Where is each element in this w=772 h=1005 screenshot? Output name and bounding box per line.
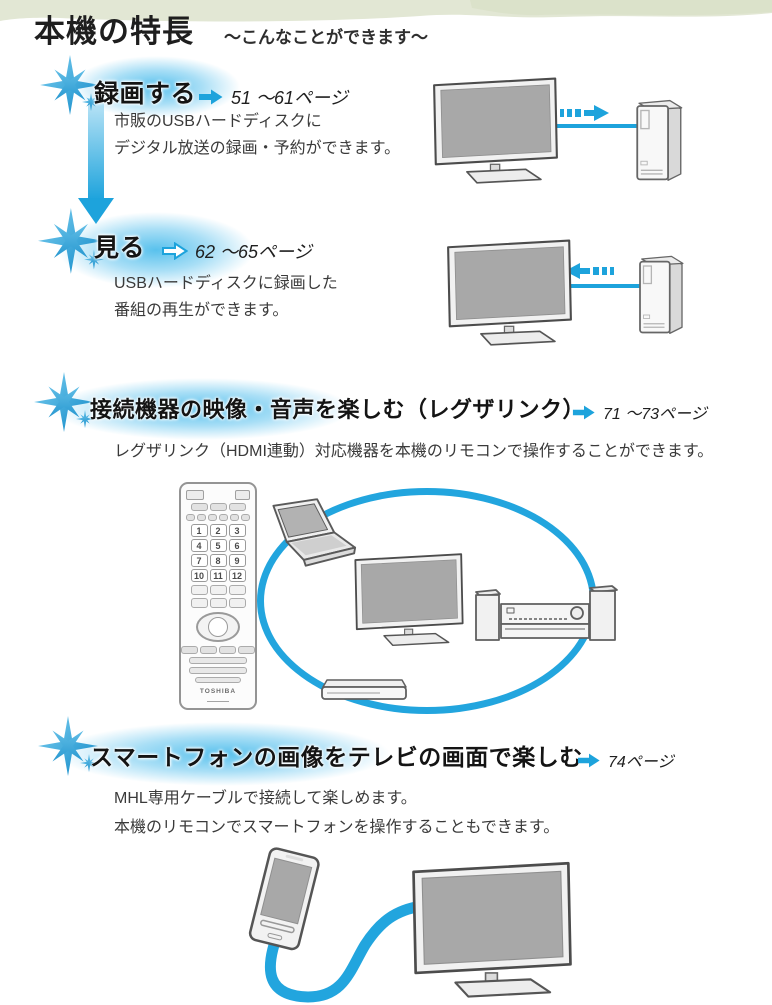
section-heading-smartphone: スマートフォンの画像をテレビの画面で楽しむ bbox=[90, 744, 583, 770]
section-body: MHL専用ケーブルで接続して楽しめます。 本機のリモコンでスマートフォンを操作す… bbox=[114, 784, 559, 842]
tv-illustration bbox=[428, 76, 563, 187]
body-line: USBハードディスクに録画した bbox=[114, 275, 338, 292]
remote-button-row bbox=[189, 667, 247, 674]
body-line: デジタル放送の録画・予約ができます。 bbox=[114, 140, 401, 157]
section-body: レグザリンク（HDMI連動）対応機器を本機のリモコンで操作することができます。 bbox=[114, 438, 713, 465]
page-ref-text: 74ページ bbox=[608, 754, 674, 771]
page-ref-text: 71 ～73ページ bbox=[603, 406, 707, 423]
remote-button bbox=[186, 490, 204, 500]
heading-glow bbox=[56, 722, 390, 786]
page-reference: 51 ～61ページ bbox=[198, 84, 348, 110]
page-ref-arrow-outline-icon bbox=[162, 242, 188, 260]
remote-digit-button: 5 bbox=[209, 539, 227, 552]
remote-digit-button: 6 bbox=[228, 539, 246, 552]
remote-digit-button: 9 bbox=[228, 554, 246, 567]
remote-logo-mark bbox=[207, 698, 229, 702]
heading-glow bbox=[58, 212, 254, 288]
remote-digit-button: 7 bbox=[190, 554, 208, 567]
top-decoration-band bbox=[0, 0, 772, 22]
tv-illustration bbox=[350, 552, 468, 649]
remote-digit-button: 1 bbox=[190, 524, 208, 537]
heading-glow bbox=[72, 56, 240, 118]
connection-line bbox=[552, 124, 638, 128]
page-title: 本機の特長 bbox=[34, 14, 194, 49]
page-ref-arrow-icon bbox=[577, 752, 601, 769]
remote-power-button bbox=[235, 490, 250, 500]
down-arrow bbox=[88, 98, 104, 200]
remote-button-row bbox=[195, 676, 241, 684]
recorder-illustration bbox=[318, 678, 410, 704]
remote-menu-buttons bbox=[190, 585, 246, 595]
remote-dpad bbox=[196, 612, 240, 643]
remote-control-illustration: 1 2 3 4 5 6 7 8 9 10 11 12 TOSHIBA bbox=[179, 482, 257, 710]
remote-digit-button: 2 bbox=[209, 524, 227, 537]
section-heading-record: 録画する bbox=[94, 80, 197, 108]
page-reference: 62 ～65ページ bbox=[162, 238, 312, 264]
body-line: MHL専用ケーブルで接続して楽しめます。 bbox=[114, 790, 417, 807]
audio-system-illustration bbox=[472, 582, 622, 650]
usb-hdd-illustration bbox=[633, 252, 689, 336]
heading-glow bbox=[52, 378, 352, 440]
section-heading-watch: 見る bbox=[94, 234, 146, 262]
remote-button-row bbox=[189, 657, 247, 665]
page-ref-text: 62 ～65ページ bbox=[195, 242, 312, 262]
sparkle-icon bbox=[40, 55, 102, 117]
remote-digit-button: 4 bbox=[190, 539, 208, 552]
remote-top-buttons bbox=[186, 490, 250, 500]
remote-input-buttons bbox=[190, 503, 246, 511]
body-line: 番組の再生ができます。 bbox=[114, 302, 289, 319]
sparkle-icon bbox=[34, 372, 96, 434]
page-ref-arrow-icon bbox=[572, 404, 596, 421]
page-ref-arrow-icon bbox=[198, 88, 224, 106]
remote-digit-button: 3 bbox=[228, 524, 246, 537]
remote-ok-button bbox=[208, 617, 228, 638]
page-reference: 74ページ bbox=[577, 748, 673, 772]
remote-color-buttons bbox=[181, 646, 255, 655]
remote-digit-button: 8 bbox=[209, 554, 227, 567]
page-ref-text: 51 ～61ページ bbox=[231, 88, 348, 108]
tv-illustration bbox=[406, 860, 578, 1002]
body-line: レグザリンク（HDMI連動）対応機器を本機のリモコンで操作することができます。 bbox=[114, 443, 714, 460]
laptop-illustration bbox=[262, 498, 357, 582]
page-subtitle: ～こんなことができます～ bbox=[224, 28, 428, 47]
remote-digit-button: 12 bbox=[228, 569, 246, 582]
data-flow-right-icon bbox=[560, 104, 612, 122]
section-body: 市販のUSBハードディスクに デジタル放送の録画・予約ができます。 bbox=[114, 108, 400, 162]
section-heading-regza-link: 接続機器の映像・音声を楽しむ（レグザリンク） bbox=[90, 397, 586, 422]
tv-illustration bbox=[442, 238, 577, 349]
remote-digit-button: 11 bbox=[209, 569, 227, 582]
body-line: 本機のリモコンでスマートフォンを操作することもできます。 bbox=[114, 819, 560, 836]
remote-guide-buttons bbox=[190, 598, 246, 608]
connection-line bbox=[566, 284, 640, 288]
usb-hdd-illustration bbox=[630, 96, 688, 183]
page-reference: 71 ～73ページ bbox=[572, 400, 707, 424]
section-body: USBハードディスクに録画した 番組の再生ができます。 bbox=[114, 270, 338, 324]
mhl-cable bbox=[264, 900, 428, 1003]
remote-brand-label: TOSHIBA bbox=[199, 688, 237, 696]
remote-digit-button: 10 bbox=[190, 569, 208, 582]
body-line: 市販のUSBハードディスクに bbox=[114, 113, 322, 130]
remote-source-buttons bbox=[186, 514, 250, 521]
remote-number-buttons: 1 2 3 4 5 6 7 8 9 10 11 12 bbox=[190, 524, 246, 582]
